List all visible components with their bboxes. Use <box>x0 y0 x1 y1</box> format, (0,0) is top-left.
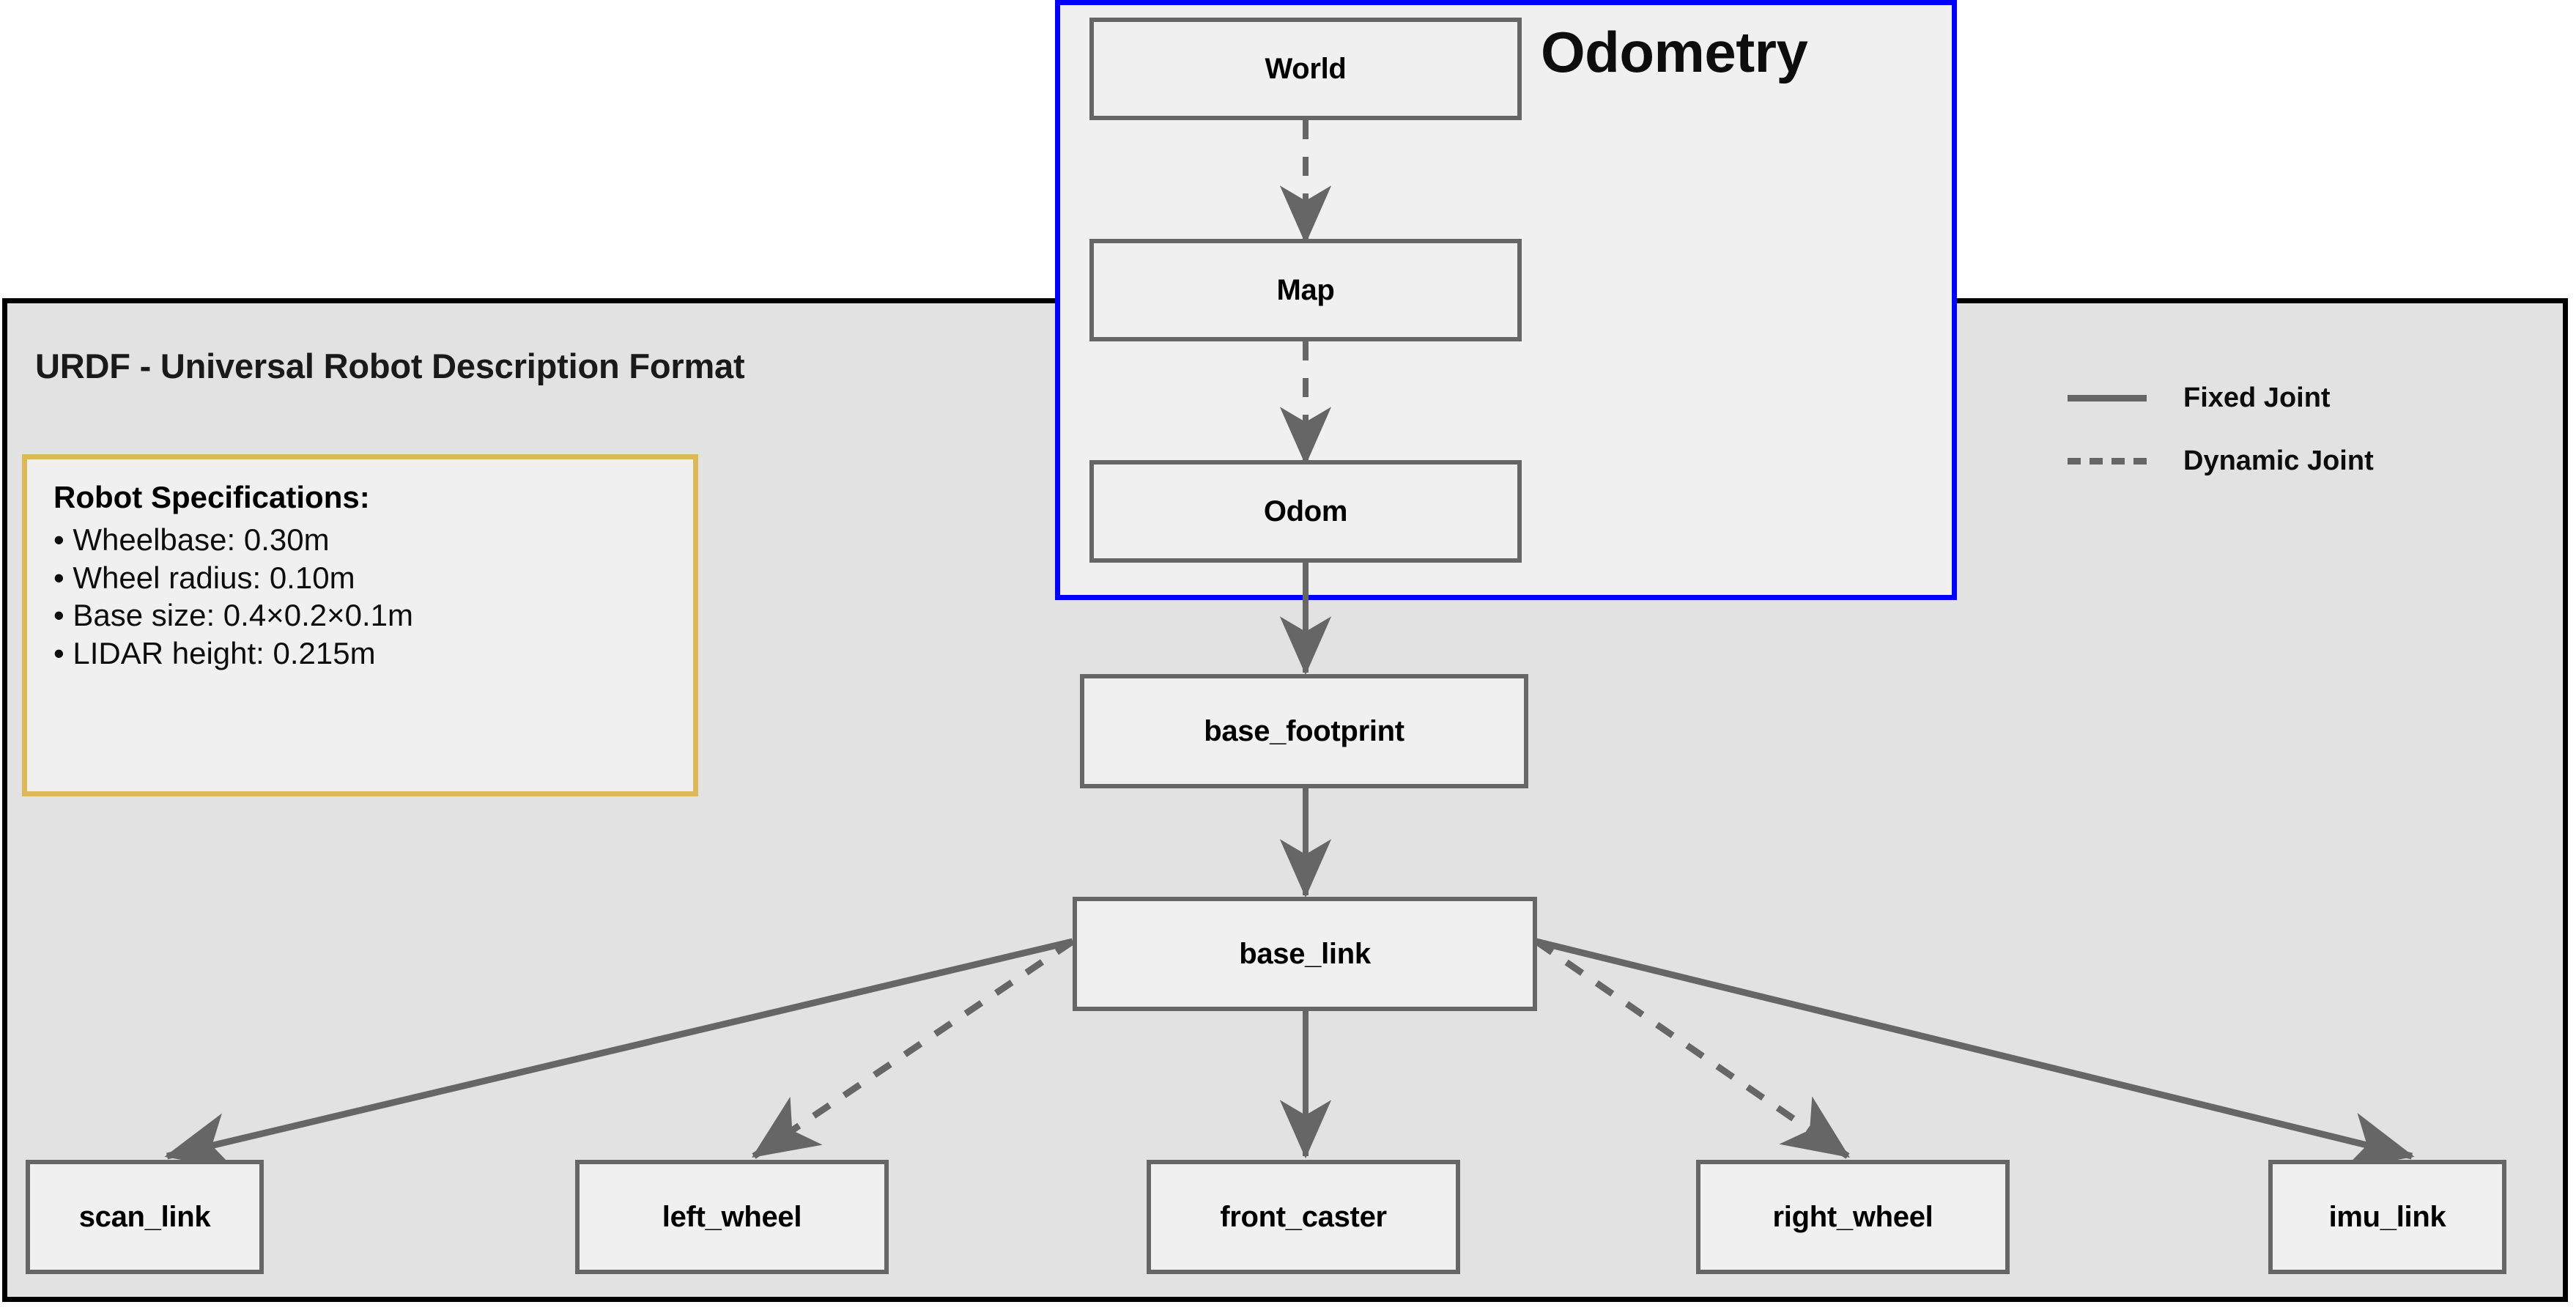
node-odom[interactable]: Odom <box>1089 460 1522 563</box>
urdf-panel-title: URDF - Universal Robot Description Forma… <box>35 347 745 385</box>
node-left-wheel[interactable]: left_wheel <box>575 1160 889 1274</box>
node-base-link-label: base_link <box>1239 937 1371 970</box>
node-front-caster-label: front_caster <box>1220 1200 1387 1233</box>
legend-row-fixed-joint: Fixed Joint <box>2068 366 2507 429</box>
legend-label-dynamic-joint: Dynamic Joint <box>2183 445 2374 476</box>
odometry-panel-title: Odometry <box>1541 20 1808 84</box>
node-map[interactable]: Map <box>1089 239 1522 341</box>
dashed-line-icon <box>2068 457 2147 465</box>
node-map-label: Map <box>1276 273 1335 306</box>
spec-item-wheel-radius: • Wheel radius: 0.10m <box>53 560 355 595</box>
node-imu-link-label: imu_link <box>2328 1200 2446 1233</box>
node-base-footprint[interactable]: base_footprint <box>1080 674 1528 788</box>
node-right-wheel-label: right_wheel <box>1772 1200 1933 1233</box>
legend-row-dynamic-joint: Dynamic Joint <box>2068 429 2507 492</box>
solid-line-icon <box>2068 394 2147 401</box>
node-world[interactable]: World <box>1089 18 1522 120</box>
spec-item-lidar-height: • LIDAR height: 0.215m <box>53 635 376 670</box>
node-scan-link[interactable]: scan_link <box>26 1160 264 1274</box>
node-front-caster[interactable]: front_caster <box>1147 1160 1460 1274</box>
spec-item-wheelbase: • Wheelbase: 0.30m <box>53 522 330 557</box>
robot-specifications-box: Robot Specifications: • Wheelbase: 0.30m… <box>22 454 698 796</box>
spec-item-base-size: • Base size: 0.4×0.2×0.1m <box>53 598 413 633</box>
node-imu-link[interactable]: imu_link <box>2268 1160 2506 1274</box>
spec-box-title: Robot Specifications: <box>53 480 370 514</box>
node-base-footprint-label: base_footprint <box>1204 714 1404 747</box>
node-right-wheel[interactable]: right_wheel <box>1696 1160 2010 1274</box>
node-base-link[interactable]: base_link <box>1073 897 1537 1011</box>
legend: Fixed Joint Dynamic Joint <box>2068 366 2507 492</box>
legend-label-fixed-joint: Fixed Joint <box>2183 382 2331 413</box>
node-left-wheel-label: left_wheel <box>662 1200 802 1233</box>
node-odom-label: Odom <box>1263 495 1348 528</box>
node-scan-link-label: scan_link <box>78 1200 211 1233</box>
node-world-label: World <box>1265 52 1347 85</box>
